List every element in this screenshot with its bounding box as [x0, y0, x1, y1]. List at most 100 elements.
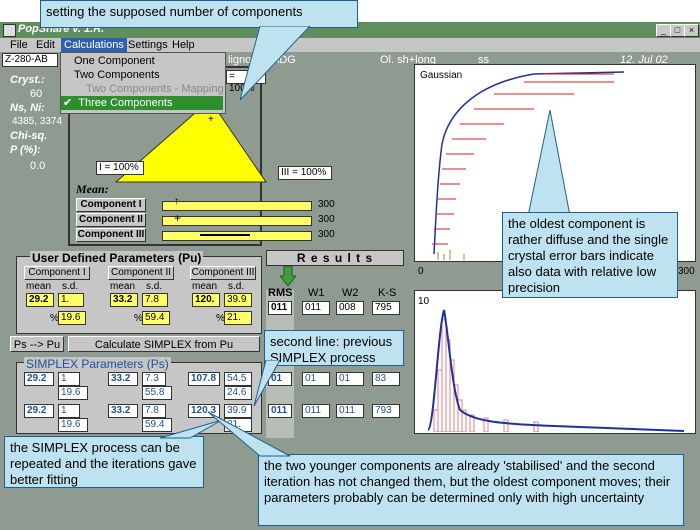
- simplex-r1-sd-3: 54.5: [224, 372, 252, 386]
- results-title: R e s u l t s: [266, 250, 404, 266]
- user-mean-2[interactable]: 33.2: [110, 293, 138, 307]
- menu-three-components-label: Three Components: [78, 97, 173, 109]
- user-sd-2[interactable]: 7.8: [142, 293, 168, 307]
- simplex-r2-sd-2: 7.8: [142, 404, 166, 418]
- mean-col-label: mean: [110, 281, 136, 292]
- component-3-max: 300: [318, 229, 335, 240]
- menu-edit[interactable]: Edit: [36, 39, 55, 51]
- cryst-value: 60: [30, 88, 43, 100]
- mean-col-label: mean: [192, 281, 218, 292]
- position-marker: +: [208, 114, 214, 125]
- component-2-max: 300: [318, 214, 335, 225]
- menu-file[interactable]: File: [10, 39, 28, 51]
- chi-label: Chi-sq.: [10, 130, 48, 142]
- callout-mid: second line: previous SIMPLEX process: [264, 330, 404, 366]
- ss-label: ss: [478, 54, 489, 66]
- user-mean-1[interactable]: 29.2: [26, 293, 54, 307]
- simplex-r2-pct-1: 19.6: [58, 418, 88, 432]
- check-icon: ✔: [63, 97, 73, 109]
- w1-header: W1: [308, 287, 325, 299]
- simplex-r1-mean-2: 33.2: [108, 372, 138, 386]
- triangle-shape: [114, 99, 267, 183]
- menu-one-component[interactable]: One Component: [74, 55, 155, 67]
- simplex-r2-sd-1: 1: [58, 404, 80, 418]
- mean-col-label: mean: [26, 281, 52, 292]
- result-r0-w2: 008: [336, 301, 364, 315]
- result-r0-rms: 011: [268, 301, 292, 315]
- result-r0-w1: 011: [302, 301, 330, 315]
- pct-label: %: [216, 313, 225, 324]
- simplex-r2-mean-2: 33.2: [108, 404, 138, 418]
- rms-header: RMS: [268, 287, 293, 299]
- menu-three-components[interactable]: ✔ Three Components: [61, 96, 223, 110]
- component-1-slider[interactable]: [162, 201, 312, 211]
- close-icon[interactable]: ×: [684, 24, 699, 37]
- component-1-label: Component I: [76, 198, 146, 212]
- menu-calculations[interactable]: Calculations: [61, 38, 127, 52]
- w2-header: W2: [342, 287, 359, 299]
- sd-col-label: s.d.: [62, 281, 79, 292]
- callout-bottom-pointer: [207, 411, 291, 457]
- triangle-left-label: I = 100%: [96, 161, 144, 175]
- simplex-r1-sd-2: 7.3: [142, 372, 166, 386]
- p-value: 0.0: [30, 160, 46, 172]
- ternary-triangle[interactable]: +: [110, 96, 270, 184]
- component-3-slider[interactable]: [162, 231, 312, 241]
- result-r2-rms: 011: [268, 404, 292, 418]
- axis-end-label: 300: [678, 266, 695, 277]
- callout-left-pointer: [159, 419, 223, 439]
- user-sd-3[interactable]: 39.9: [224, 293, 252, 307]
- user-pct-3[interactable]: 21.: [224, 311, 252, 325]
- ligno-label: ligno: [228, 54, 252, 66]
- user-sd-1[interactable]: 1.: [58, 293, 84, 307]
- slider-3-range: [200, 234, 250, 236]
- axis-start-label: 0: [418, 266, 424, 277]
- maximize-icon[interactable]: □: [670, 24, 685, 37]
- histogram-y-label: 10: [418, 296, 430, 307]
- user-pct-1[interactable]: 19.6: [58, 311, 86, 325]
- calculate-simplex-button[interactable]: Calculate SIMPLEX from Pu: [68, 336, 260, 352]
- ps-to-pu-button[interactable]: Ps --> Pu: [10, 336, 64, 352]
- result-r1-ks: 83: [372, 372, 400, 386]
- user-mean-3[interactable]: 120.: [192, 293, 220, 307]
- slider-1-marker[interactable]: ↑: [174, 196, 179, 207]
- user-pct-2[interactable]: 59.4: [142, 311, 170, 325]
- callout-mid-pointer: [253, 360, 281, 407]
- callout-left: the SIMPLEX process can be repeated and …: [4, 436, 204, 488]
- simplex-r1-mean-1: 29.2: [24, 372, 54, 386]
- callout-right: the oldest component is rather diffuse a…: [502, 212, 678, 298]
- ns-label: Ns, Ni:: [10, 102, 45, 114]
- simplex-r1-mean-3: 107.8: [188, 372, 220, 386]
- simplex-r2-mean-1: 29.2: [24, 404, 54, 418]
- result-r0-ks: 795: [372, 301, 400, 315]
- result-r2-w1: 011: [302, 404, 330, 418]
- menu-settings[interactable]: Settings: [128, 39, 168, 51]
- simplex-title: SIMPLEX Parameters (Ps): [24, 357, 171, 371]
- triangle-right-label: III = 100%: [278, 166, 332, 180]
- result-r2-ks: 793: [372, 404, 400, 418]
- callout-right-pointer: [527, 110, 571, 217]
- p-label: P (%):: [10, 144, 41, 156]
- ol-label: Ol. sh+long: [380, 54, 436, 66]
- menu-two-components-mapping[interactable]: Two Components - Mapping: [86, 83, 224, 95]
- menu-two-components[interactable]: Two Components: [74, 69, 160, 81]
- result-r1-w2: 01: [336, 372, 364, 386]
- slider-2-marker[interactable]: +: [174, 211, 182, 225]
- menu-help[interactable]: Help: [172, 39, 195, 51]
- component-2-slider[interactable]: [162, 216, 312, 226]
- sample-field[interactable]: Z-280-AB: [2, 53, 58, 67]
- sd-col-label: s.d.: [228, 281, 245, 292]
- minimize-icon[interactable]: _: [656, 24, 671, 37]
- simplex-r2-sd-3: 39.9: [224, 404, 252, 418]
- user-params-title: User Defined Parameters (Pu): [30, 251, 204, 265]
- arrow-down-icon: [280, 266, 296, 286]
- gaussian-curve-svg: [432, 71, 625, 260]
- simplex-r1-sd-1: 1: [58, 372, 80, 386]
- menu-bar: [0, 38, 700, 52]
- result-r2-w2: 011: [336, 404, 364, 418]
- component-1-max: 300: [318, 199, 335, 210]
- cryst-label: Cryst.:: [10, 74, 45, 86]
- ks-header: K-S: [378, 287, 397, 299]
- sd-col-label: s.d.: [146, 281, 163, 292]
- simplex-r1-pct-3: 24.6: [224, 386, 252, 400]
